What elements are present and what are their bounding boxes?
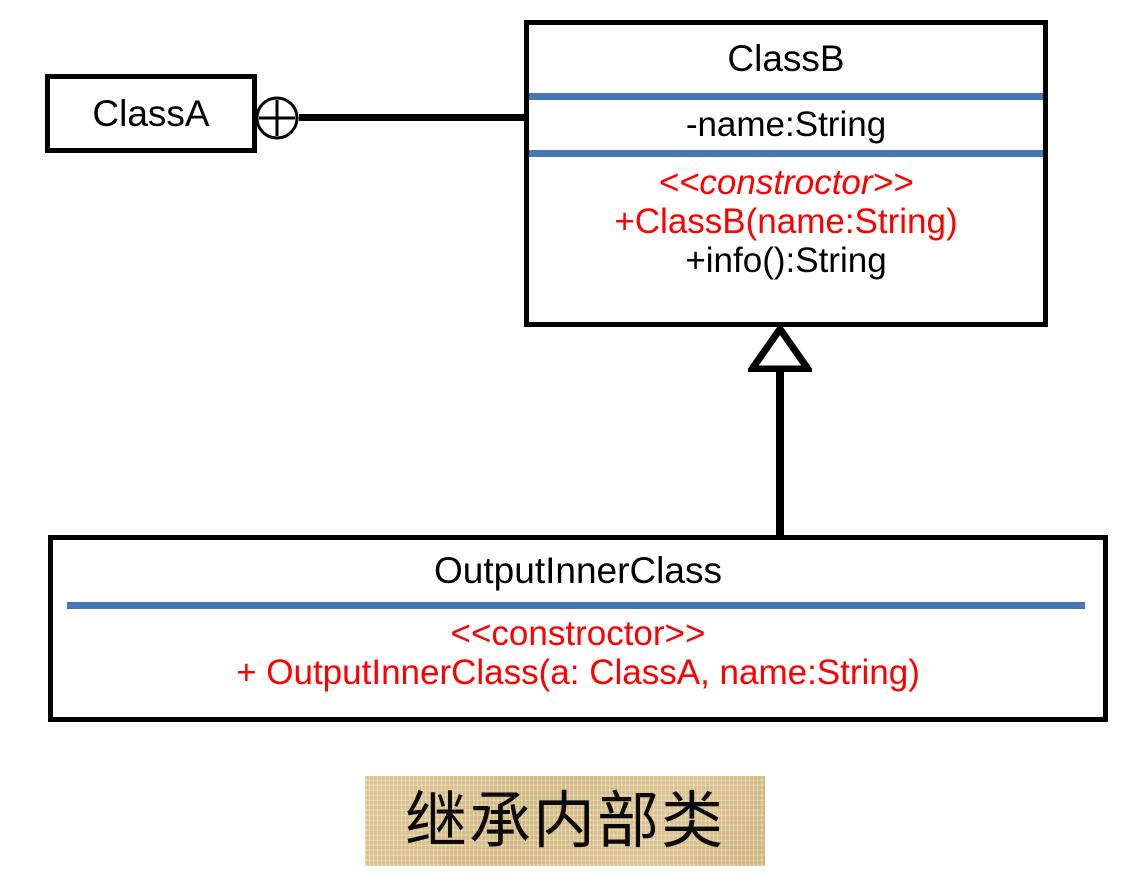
circled-plus-icon [255, 96, 299, 140]
outputinnerclass-methods-compartment: <<constroctor>> + OutputInnerClass(a: Cl… [53, 610, 1103, 717]
outputinnerclass-name-label: OutputInnerClass [434, 550, 722, 591]
classa-name-label: ClassA [92, 92, 210, 134]
classa-name-compartment: ClassA [50, 79, 252, 148]
classb-method-info: +info():String [685, 241, 887, 281]
classb-separator-top [529, 93, 1043, 100]
classb-method-constructor: +ClassB(name:String) [614, 202, 958, 242]
classb-attribute-name: -name:String [685, 105, 887, 145]
classb-separator-bottom [529, 150, 1043, 157]
nested-class-connector-line [299, 114, 527, 121]
outputinnerclass-method-constructor: + OutputInnerClass(a: ClassA, name:Strin… [236, 653, 920, 693]
classb-methods-compartment: <<constroctor>> +ClassB(name:String) +in… [529, 157, 1043, 322]
caption-banner: 继承内部类 [365, 776, 765, 866]
outputinnerclass-separator [67, 602, 1085, 609]
classb-name-compartment: ClassB [529, 25, 1043, 93]
classb-stereotype-constructor: <<constroctor>> [658, 163, 914, 202]
classb-attributes-compartment: -name:String [529, 100, 1043, 150]
outputinnerclass-name-compartment: OutputInnerClass [53, 540, 1103, 602]
generalization-connector-line [776, 366, 784, 538]
outputinnerclass-stereotype-constructor: <<constroctor>> [450, 614, 706, 653]
classb-name-label: ClassB [727, 38, 845, 79]
class-box-classa[interactable]: ClassA [45, 74, 257, 153]
class-box-classb[interactable]: ClassB -name:String <<constroctor>> +Cla… [524, 20, 1048, 327]
class-box-outputinnerclass[interactable]: OutputInnerClass <<constroctor>> + Outpu… [48, 535, 1108, 722]
caption-label: 继承内部类 [404, 784, 725, 857]
